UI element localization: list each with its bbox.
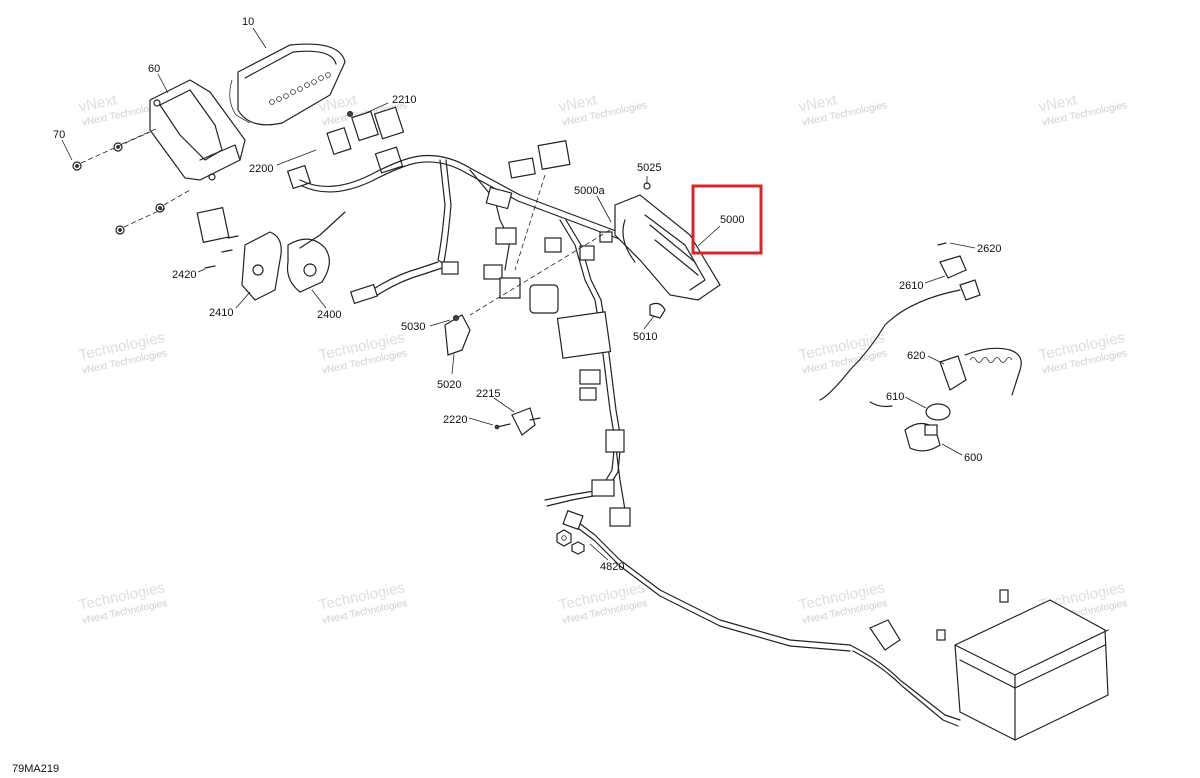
- part-2215-2220-sensor[interactable]: 2215 2220: [443, 388, 541, 436]
- part-label-2410: 2410: [209, 307, 233, 319]
- part-label-5030: 5030: [401, 321, 425, 333]
- part-label-620: 620: [907, 350, 925, 362]
- part-2400-2410-2420-switch-housing[interactable]: 2420 2410 2400: [172, 206, 346, 321]
- gauge-buttons: [269, 72, 331, 105]
- figure-code: 79MA219: [12, 763, 59, 775]
- highlight-box-5000: [691, 184, 763, 255]
- part-label-2215: 2215: [476, 388, 500, 400]
- harness-connectors[interactable]: [349, 140, 631, 531]
- battery[interactable]: [869, 589, 1109, 741]
- part-5000-ecm-module[interactable]: 5025 5000a 5000 5010: [574, 162, 763, 343]
- part-label-5000a: 5000a: [574, 185, 605, 197]
- part-2610-2620-switch[interactable]: 2620 2610: [819, 242, 1001, 401]
- part-label-600: 600: [964, 452, 982, 464]
- part-label-70: 70: [53, 129, 65, 141]
- part-600-610-620-tether[interactable]: 620 610 600: [869, 347, 1022, 464]
- part-label-2420: 2420: [172, 269, 196, 281]
- part-label-2210: 2210: [392, 94, 416, 106]
- part-label-5020: 5020: [437, 379, 461, 391]
- part-label-5010: 5010: [633, 331, 657, 343]
- part-label-2220: 2220: [443, 414, 467, 426]
- part-label-5000: 5000: [720, 214, 744, 226]
- part-label-10: 10: [242, 16, 254, 28]
- part-label-5025: 5025: [637, 162, 661, 174]
- part-label-2610: 2610: [899, 280, 923, 292]
- part-70-screws[interactable]: 70: [53, 127, 191, 235]
- part-5020-5030-bracket[interactable]: 5030 5020: [401, 314, 471, 391]
- part-label-4820: 4820: [600, 561, 624, 573]
- part-2200-2210-connectors[interactable]: 2210 2200: [249, 94, 416, 190]
- part-label-610: 610: [886, 391, 904, 403]
- part-60-gauge-bracket[interactable]: 60: [148, 63, 246, 181]
- part-label-2400: 2400: [317, 309, 341, 321]
- part-label-60: 60: [148, 63, 160, 75]
- part-label-2200: 2200: [249, 163, 273, 175]
- part-label-2620: 2620: [977, 243, 1001, 255]
- part-10-display-gauge[interactable]: 10: [229, 16, 346, 126]
- part-4820-nut[interactable]: 4820: [556, 529, 624, 573]
